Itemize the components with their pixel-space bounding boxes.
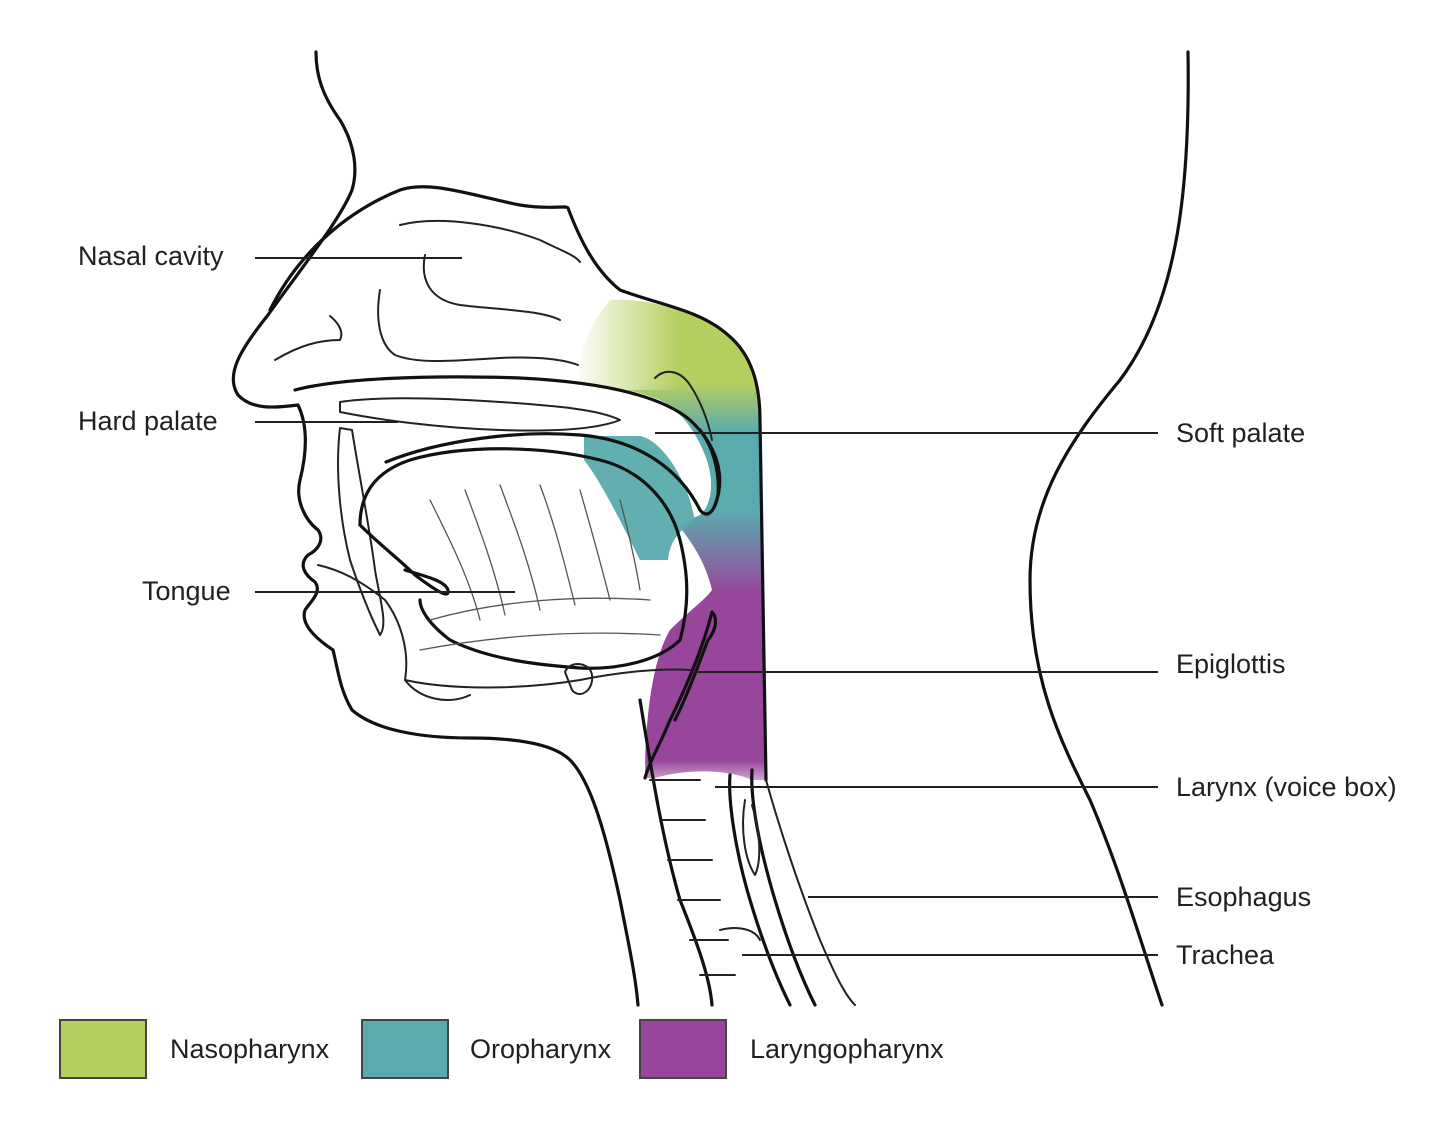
tongue-outline bbox=[358, 447, 689, 670]
soft-palate-inner bbox=[654, 370, 713, 441]
label-soft-palate: Soft palate bbox=[1176, 418, 1305, 448]
soft-palate-outline bbox=[384, 428, 720, 516]
face-profile bbox=[231, 50, 640, 1007]
legend-label-laryngopharynx: Laryngopharynx bbox=[750, 1034, 944, 1064]
nasal-turbinate-3 bbox=[377, 289, 579, 366]
label-larynx: Larynx (voice box) bbox=[1176, 772, 1397, 802]
label-nasal-cavity: Nasal cavity bbox=[78, 241, 224, 271]
oropharynx-band bbox=[584, 436, 695, 560]
label-trachea: Trachea bbox=[1176, 940, 1275, 970]
label-hard-palate: Hard palate bbox=[78, 406, 218, 436]
mouth-floor bbox=[404, 668, 691, 689]
hyoid bbox=[564, 663, 594, 695]
upper-incisor bbox=[337, 427, 385, 636]
nasal-floor bbox=[274, 315, 343, 361]
legend-swatch-laryngopharynx bbox=[639, 1019, 727, 1079]
vocal-folds bbox=[742, 799, 761, 876]
lower-lip bbox=[317, 564, 471, 701]
tongue-muscle-fibers bbox=[419, 484, 661, 651]
label-tongue: Tongue bbox=[142, 576, 231, 606]
label-esophagus: Esophagus bbox=[1176, 882, 1311, 912]
legend-label-oropharynx: Oropharynx bbox=[470, 1034, 612, 1064]
label-epiglottis: Epiglottis bbox=[1176, 649, 1286, 679]
trachea-cartilage bbox=[719, 927, 761, 941]
pharynx-fill bbox=[578, 299, 766, 780]
leader-lines bbox=[255, 257, 1158, 956]
legend-label-nasopharynx: Nasopharynx bbox=[170, 1034, 330, 1064]
legend-swatch-oropharynx bbox=[361, 1019, 449, 1079]
esophagus-wall bbox=[765, 779, 856, 1006]
pharynx-region bbox=[560, 290, 766, 780]
larynx-tube bbox=[728, 768, 817, 1007]
nasal-cavity-outline bbox=[268, 185, 768, 782]
epiglottis-outline bbox=[643, 610, 718, 780]
legend-swatch-nasopharynx bbox=[59, 1019, 147, 1079]
nasal-turbinate-2 bbox=[422, 254, 561, 321]
legend: Nasopharynx Oropharynx Laryngopharynx bbox=[59, 1019, 944, 1079]
hard-palate-shape bbox=[339, 397, 621, 432]
trachea-rings bbox=[649, 779, 736, 976]
neck-back-outline bbox=[1028, 50, 1190, 1007]
nasal-turbinate-1 bbox=[399, 220, 581, 263]
tongue-tip bbox=[358, 523, 450, 596]
